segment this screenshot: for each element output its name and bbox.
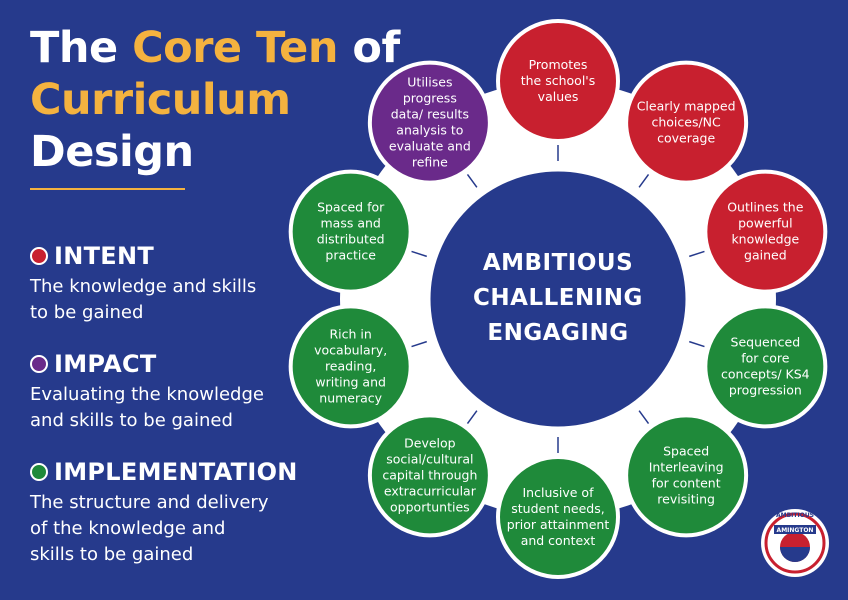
node-label-line: Develop [404,435,456,450]
page-title: The Core Ten of Curriculum Design [30,22,410,178]
node-label-line: evaluate and [389,139,471,154]
node-label-line: Interleaving [649,459,724,474]
title-accent-2: Curriculum [30,75,291,125]
node-label-line: vocabulary, [314,342,387,357]
node-label-line: extracurricular [384,483,477,498]
legend-impact-desc: Evaluating the knowledge and skills to b… [30,384,264,431]
title-divider [30,188,185,190]
node-label-line: refine [412,155,448,170]
title-part-2: of [352,23,400,73]
node-circle-implementation [367,413,492,538]
node-label-line: Rich in [330,326,372,341]
node-label-line: Clearly mapped [637,99,736,114]
node-label-line: for core [741,350,790,365]
node-circle-intent [703,169,828,294]
node-circle-implementation [288,169,413,294]
title-accent: Core Ten [132,23,338,73]
node-label-line: coverage [657,131,715,146]
node-label-line: Spaced for [317,200,385,215]
node-label-line: data/ results [391,107,469,122]
connector-line [638,173,650,188]
legend-implementation-title: IMPLEMENTATION [54,458,298,486]
school-logo: AMINGTON AMBITIOUS [761,509,829,577]
node-label-line: writing and [315,374,386,389]
node-circle-implementation [703,304,828,429]
node-label-line: distributed [317,232,385,247]
node-circle-intent [624,60,749,185]
node-label-line: prior attainment [507,517,610,532]
node-label-line: capital through [382,467,477,482]
hub-line-2: CHALLENING [473,285,643,311]
node-circle-implementation [288,304,413,429]
node-circle-impact [367,60,492,185]
connector-line [466,410,478,425]
connector-line [689,340,705,348]
node-label-line: for content [652,475,721,490]
node-label-line: numeracy [319,390,382,405]
node-label-line: Spaced [663,443,709,458]
node-label-line: student needs, [511,501,604,516]
hub-line-1: AMBITIOUS [483,250,633,276]
connector-line [411,340,427,348]
legend-impact-title: IMPACT [54,350,157,378]
intent-dot-icon [30,247,48,265]
node-label-line: Sequenced [731,334,801,349]
node-label-line: progression [729,382,802,397]
node-label-line: Promotes [529,57,588,72]
node-label-line: revisiting [657,491,715,506]
node-label-line: knowledge [731,232,799,247]
node-label-line: reading, [325,358,376,373]
logo-name: AMINGTON [777,527,814,534]
node-label-line: choices/NC [651,115,721,130]
node-label-line: progress [403,91,457,106]
node-label-line: the school's [521,73,596,88]
connector-line [689,250,705,258]
node-label-line: and context [521,533,596,548]
node-label-line: social/cultural [386,451,473,466]
hub-line-3: ENGAGING [487,320,628,346]
node-label-line: opportunties [390,499,470,514]
node-label-line: Outlines the [727,200,804,215]
node-label-line: concepts/ KS4 [721,366,810,381]
title-part-1: The [30,23,118,73]
logo-top: AMBITIOUS [776,512,814,519]
connector-line [411,250,427,258]
node-label-line: Utilises [407,75,452,90]
node-label-line: mass and [320,216,380,231]
node-circle-intent [496,19,620,143]
node-label-line: gained [744,248,787,263]
node-label-line: practice [325,248,376,263]
legend-intent-desc: The knowledge and skills to be gained [30,276,257,323]
legend-intent-title: INTENT [54,242,155,270]
impact-dot-icon [30,355,48,373]
node-label-line: analysis to [396,123,463,138]
connector-line [466,173,478,188]
title-part-3: Design [30,127,194,177]
node-circle-implementation [624,413,749,538]
hub-circle [421,162,695,436]
connector-line [638,410,650,425]
legend-implementation-desc: The structure and delivery of the knowle… [30,492,269,565]
node-label-line: values [538,89,579,104]
node-label-line: Inclusive of [523,485,595,500]
legend-implementation: IMPLEMENTATION The structure and deliver… [30,458,298,568]
legend-intent: INTENT The knowledge and skills to be ga… [30,242,270,326]
node-label-line: powerful [738,216,792,231]
legend-impact: IMPACT Evaluating the knowledge and skil… [30,350,270,434]
node-circle-implementation [496,455,620,579]
implementation-dot-icon [30,463,48,481]
